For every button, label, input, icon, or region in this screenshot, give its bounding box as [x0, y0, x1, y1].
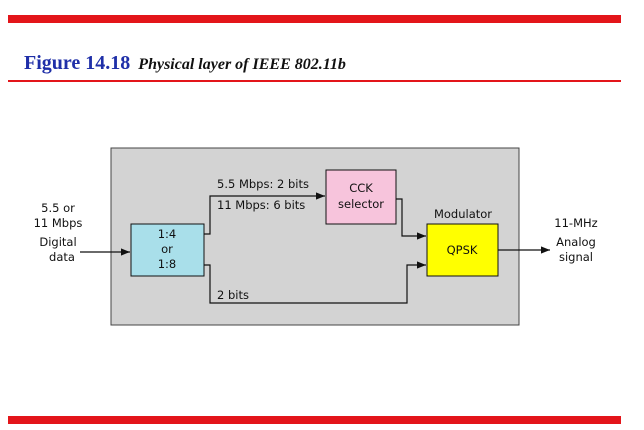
- splitter-label-line-1: 1:4: [158, 227, 177, 241]
- input-label-line-3: Digital: [39, 235, 76, 249]
- cck-label-line-1: CCK: [349, 181, 373, 195]
- input-label-line-2: 11 Mbps: [34, 216, 83, 230]
- lower-path-arrow: [204, 261, 426, 304]
- upper-path-label-2: 11 Mbps: 6 bits: [217, 198, 305, 212]
- splitter-box: [130, 223, 205, 277]
- input-label-line-1: 5.5 or: [41, 201, 75, 215]
- modulator-label: Modulator: [434, 207, 492, 221]
- output-label-line-1: 11-MHz: [554, 216, 597, 230]
- cck-selector-box: [325, 169, 397, 225]
- bottom-accent-bar: [8, 416, 621, 424]
- output-label-line-2: Analog: [556, 235, 596, 249]
- qpsk-label: QPSK: [447, 243, 478, 257]
- splitter-label-line-2: or: [161, 242, 173, 256]
- splitter-label-line-3: 1:8: [158, 257, 177, 271]
- upper-path-label-1: 5.5 Mbps: 2 bits: [217, 177, 309, 191]
- input-label-line-4: data: [49, 250, 75, 264]
- cck-label-line-2: selector: [338, 197, 384, 211]
- title-divider: [8, 80, 621, 82]
- cck-to-qpsk-arrow: [396, 198, 426, 240]
- lower-path-label: 2 bits: [217, 288, 249, 302]
- figure-number: Figure 14.18: [24, 52, 131, 74]
- upper-path-arrow: [204, 192, 325, 235]
- output-label-line-3: signal: [559, 250, 593, 264]
- figure-title: Figure 14.18 Physical layer of IEEE 802.1…: [24, 40, 346, 77]
- top-accent-bar: [8, 15, 621, 23]
- figure-caption: Physical layer of IEEE 802.11b: [138, 56, 346, 73]
